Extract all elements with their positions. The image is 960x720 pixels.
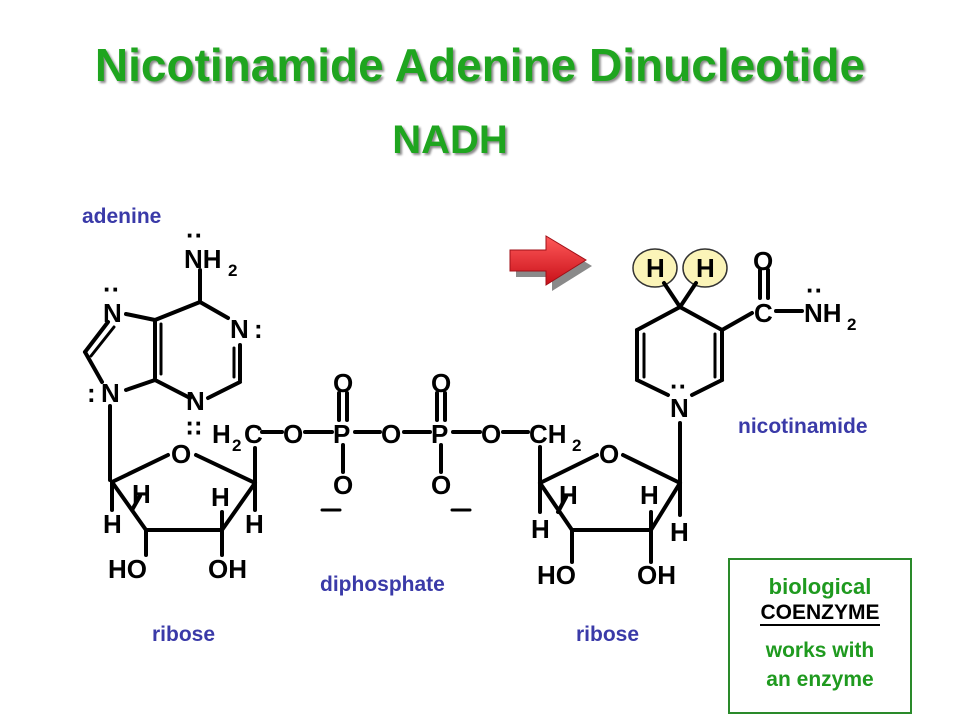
atom-p-1: P	[333, 419, 350, 449]
atom-h2c-sub: 2	[232, 436, 241, 455]
ribose-right-label: ribose	[576, 623, 640, 646]
atom-h2c-h: H	[212, 419, 231, 449]
atom-oh-left: OH	[208, 554, 247, 584]
box-line-works-with: works with	[765, 639, 875, 662]
atom-n9: N	[101, 378, 120, 408]
atom-h-left-1: H	[103, 509, 122, 539]
atom-n1: N	[230, 314, 249, 344]
atom-n-nicotinamide: N	[670, 393, 689, 423]
lone-pair-nh2: ··	[186, 220, 203, 250]
atom-labels: NH 2 ·· N : N ·· N ·· N : O H H H H HO O…	[87, 220, 856, 590]
atom-amide-c: C	[754, 298, 773, 328]
lone-pair-amide: ··	[806, 275, 823, 305]
atom-o-bridge-3: O	[481, 419, 501, 449]
atom-o-bottom-2: O	[431, 470, 451, 500]
atom-ho-right: HO	[537, 560, 576, 590]
atom-h-highlight-left: H	[646, 253, 665, 283]
adenine-label: adenine	[82, 205, 162, 228]
ribose-left-label: ribose	[152, 623, 216, 646]
coenzyme-info-box: biological COENZYME works with an enzyme	[728, 558, 912, 714]
atom-h-right-3: H	[640, 480, 659, 510]
atom-h-highlight-right: H	[696, 253, 715, 283]
box-line-coenzyme: COENZYME	[760, 601, 880, 626]
red-arrow-icon	[509, 235, 592, 291]
atom-h-right-1: H	[531, 514, 550, 544]
atom-nh2-n: NH	[184, 244, 222, 274]
atom-nh2-sub: 2	[228, 261, 237, 280]
atom-n7: N	[103, 298, 122, 328]
colon-n1: :	[254, 314, 263, 344]
atom-n3: N	[186, 386, 205, 416]
lone-pair-h2c: ··	[186, 417, 203, 447]
lone-pair-n7: ··	[103, 274, 120, 304]
box-line-an-enzyme: an enzyme	[766, 668, 874, 691]
atom-o-bridge-2: O	[381, 419, 401, 449]
page-title: Nicotinamide Adenine Dinucleotide	[94, 39, 866, 91]
highlight-h-circle-right	[682, 248, 728, 288]
atom-ho-left: HO	[108, 554, 147, 584]
atom-h-left-3: H	[211, 482, 230, 512]
atom-o-top-2: O	[431, 368, 451, 398]
atom-h-right-2: H	[559, 480, 578, 510]
atom-h-left-2: H	[132, 479, 151, 509]
atom-ch2-sub: 2	[572, 436, 581, 455]
colon-n9: :	[87, 378, 96, 408]
atom-amide-sub: 2	[847, 315, 856, 334]
atom-h-left-4: H	[245, 509, 264, 539]
atom-h2c-c: C	[244, 419, 263, 449]
page-subtitle: NADH	[392, 118, 508, 162]
atom-h-right-4: H	[670, 517, 689, 547]
atom-ch2: CH	[529, 419, 567, 449]
atom-o-bottom-1: O	[333, 470, 353, 500]
atom-ribose-o-left: O	[171, 439, 191, 469]
atom-oh-right: OH	[637, 560, 676, 590]
atom-amide-o: O	[753, 246, 773, 276]
atom-p-2: P	[431, 419, 448, 449]
bond-lines	[83, 268, 804, 564]
box-line-biological: biological	[768, 574, 872, 599]
atom-amide-nh2: NH	[804, 298, 842, 328]
lone-pair-n-nicotinamide: ··	[670, 371, 687, 401]
atom-o-top-1: O	[333, 368, 353, 398]
highlight-h-circle-left	[632, 248, 678, 288]
lone-pair-n3: ··	[186, 408, 203, 438]
atom-ribose-o-right: O	[599, 439, 619, 469]
atom-o-bridge-1: O	[283, 419, 303, 449]
nicotinamide-label: nicotinamide	[738, 415, 868, 438]
diphosphate-label: diphosphate	[320, 573, 445, 596]
